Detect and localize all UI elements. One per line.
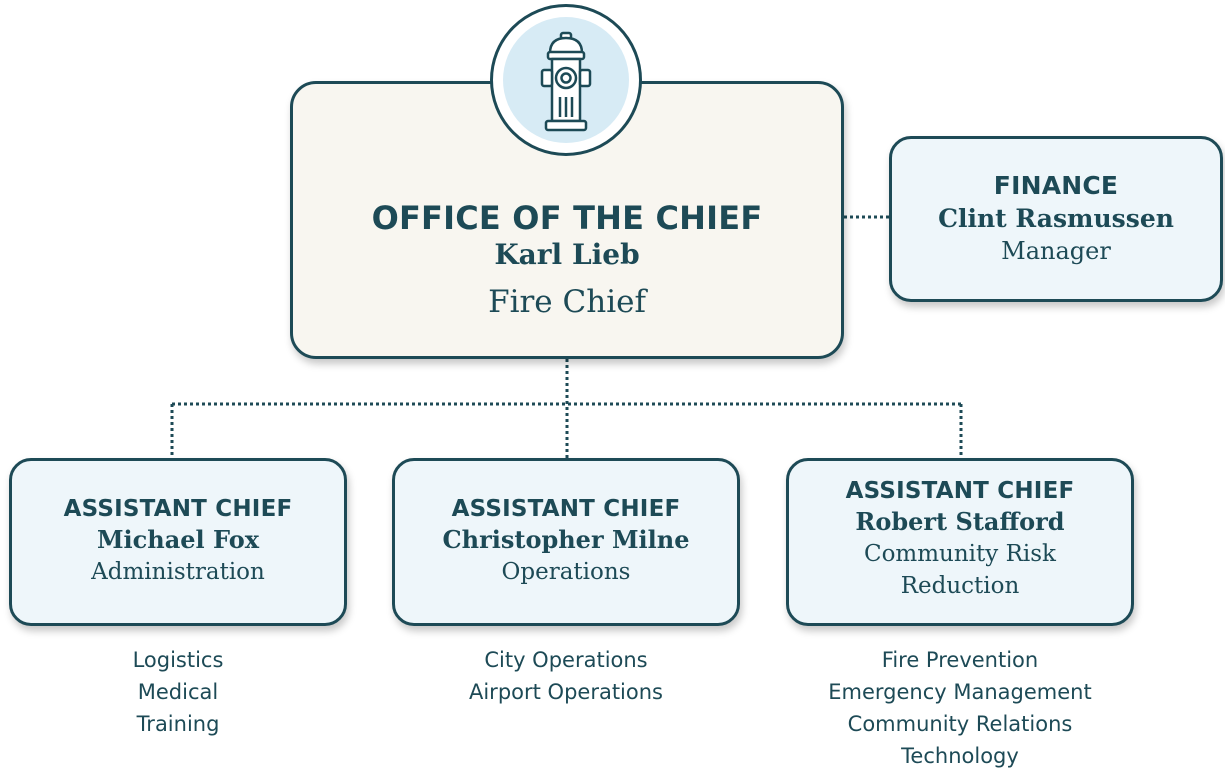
department-item: Community Relations <box>847 712 1073 736</box>
department-item: Airport Operations <box>468 680 663 704</box>
emblem-background <box>503 17 629 143</box>
assistant-chief-role: Administration <box>91 559 265 585</box>
department-item: Training <box>136 712 220 736</box>
community-risk-departments-list: Fire Prevention Emergency Management Com… <box>800 644 1120 772</box>
chief-name: Karl Lieb <box>494 238 640 271</box>
administration-departments-list: Logistics Medical Training <box>28 644 328 740</box>
assistant-chief-heading: ASSISTANT CHIEF <box>451 496 681 522</box>
assistant-chief-operations-box: ASSISTANT CHIEF Christopher Milne Operat… <box>392 458 740 626</box>
chief-heading: OFFICE OF THE CHIEF <box>371 199 763 237</box>
assistant-chief-community-risk-box: ASSISTANT CHIEF Robert Stafford Communit… <box>786 458 1134 626</box>
department-item: Fire Prevention <box>881 648 1039 672</box>
assistant-chief-administration-box: ASSISTANT CHIEF Michael Fox Administrati… <box>9 458 347 626</box>
finance-role: Manager <box>1001 237 1111 265</box>
assistant-chief-name: Michael Fox <box>96 525 260 554</box>
department-item: City Operations <box>484 648 648 672</box>
assistant-chief-role-line-2: Reduction <box>900 573 1020 599</box>
department-item: Logistics <box>132 648 224 672</box>
assistant-chief-role-line-1: Community Risk <box>863 541 1056 567</box>
assistant-chief-name: Robert Stafford <box>855 507 1065 536</box>
assistant-chief-role: Operations <box>501 559 631 585</box>
chief-role: Fire Chief <box>488 284 646 320</box>
finance-box: FINANCE Clint Rasmussen Manager <box>889 136 1223 302</box>
operations-departments-list: City Operations Airport Operations <box>416 644 716 708</box>
assistant-chief-heading: ASSISTANT CHIEF <box>63 496 293 522</box>
fire-hydrant-icon <box>540 31 592 132</box>
department-item: Emergency Management <box>828 680 1092 704</box>
finance-heading: FINANCE <box>993 171 1119 200</box>
department-item: Technology <box>901 744 1019 768</box>
assistant-chief-name: Christopher Milne <box>442 525 690 554</box>
emblem-badge <box>490 4 642 156</box>
finance-name: Clint Rasmussen <box>938 204 1174 233</box>
assistant-chief-heading: ASSISTANT CHIEF <box>845 478 1075 504</box>
department-item: Medical <box>137 680 219 704</box>
